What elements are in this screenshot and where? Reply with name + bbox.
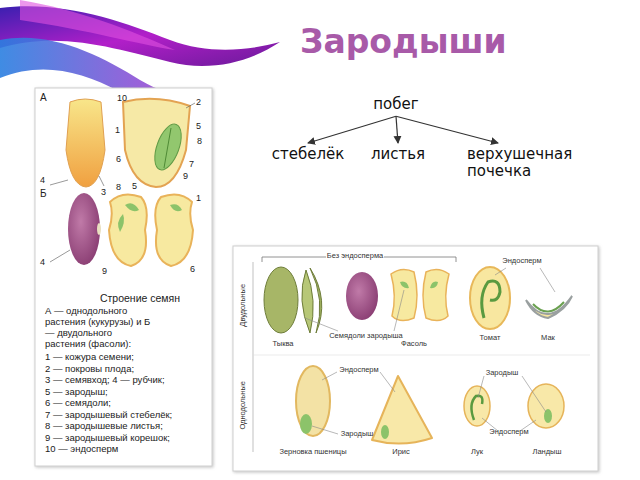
label-text: Зародыш <box>341 430 374 439</box>
label-text: Ландыш <box>532 448 561 457</box>
label-text: 6 — семядоли; <box>45 398 111 409</box>
title: Зародыши <box>300 22 507 61</box>
callout-number: 9 <box>183 171 188 181</box>
callout-number: 7 <box>189 159 194 169</box>
label-text: 7 — зародышевый стебелёк; <box>45 410 172 421</box>
callout-number: 8 <box>197 136 202 146</box>
label-text: Зерновка пшеницы <box>279 448 346 457</box>
node-text: побег <box>373 96 418 113</box>
label-text: Эндосперм <box>339 366 378 375</box>
label-text: 8 — зародышевые листья; <box>45 421 163 432</box>
label-text: Лук <box>471 448 483 457</box>
callout-number: 5 <box>132 181 137 191</box>
callout-number: 4 <box>40 257 45 267</box>
label-text: Строение семян <box>100 292 180 304</box>
arrow-connector <box>396 116 398 143</box>
callout-number: 6 <box>190 264 195 274</box>
callout-number: 5 <box>196 121 201 131</box>
label-text: А <box>40 92 47 104</box>
label-text: А — однодольного растения (кукурузы) и Б… <box>45 306 153 350</box>
callout-number: 2 <box>196 97 201 107</box>
callout-number: 4 <box>40 175 45 185</box>
callout-number: 1 <box>115 125 120 135</box>
arrow-connector <box>308 116 396 143</box>
callout-number: 6 <box>116 154 121 164</box>
text-node: верхушечная почечка <box>463 144 601 183</box>
label-text: Без эндосперма <box>327 252 383 261</box>
node-text: стебелёк <box>272 146 345 163</box>
text-node: стебелёк <box>268 144 349 165</box>
label-text: Эндосперм <box>502 257 541 266</box>
label-text: 1 — кожура семени; <box>45 352 134 363</box>
callout-number: 9 <box>102 266 107 276</box>
label-text: 10 — эндосперм <box>45 444 118 455</box>
label-text: 3 — семявход; 4 — рубчик; <box>45 375 165 386</box>
text-node: листья <box>367 144 429 165</box>
callout-number: 10 <box>117 93 127 103</box>
label-text: Томат <box>480 334 501 343</box>
callout-number: 8 <box>116 182 121 192</box>
arrow-connector <box>396 116 498 143</box>
label-text: 9 — зародышевый корешок; <box>45 433 170 444</box>
label-text: Б <box>40 188 47 200</box>
label-text: Семядоли зародыша <box>329 332 403 341</box>
label-text: Ирис <box>392 448 410 457</box>
label-text: Двудольные <box>239 284 248 327</box>
label-text: 2 — покровы плода; <box>45 364 134 375</box>
label-text: Тыква <box>273 340 294 349</box>
label-text: Зародыш <box>486 369 519 378</box>
label-text: Мак <box>541 334 555 343</box>
node-text: верхушечная почечка <box>467 146 597 181</box>
label-text: Эндосперм <box>489 428 528 437</box>
label-text: 5 — зародыш; <box>45 387 108 398</box>
node-text: листья <box>371 146 425 163</box>
text-node: побег <box>369 94 422 115</box>
callout-number: 3 <box>101 187 106 197</box>
label-text: Фасоль <box>401 340 427 349</box>
label-text: Однодольные <box>239 381 248 430</box>
callout-number: 1 <box>196 193 201 203</box>
